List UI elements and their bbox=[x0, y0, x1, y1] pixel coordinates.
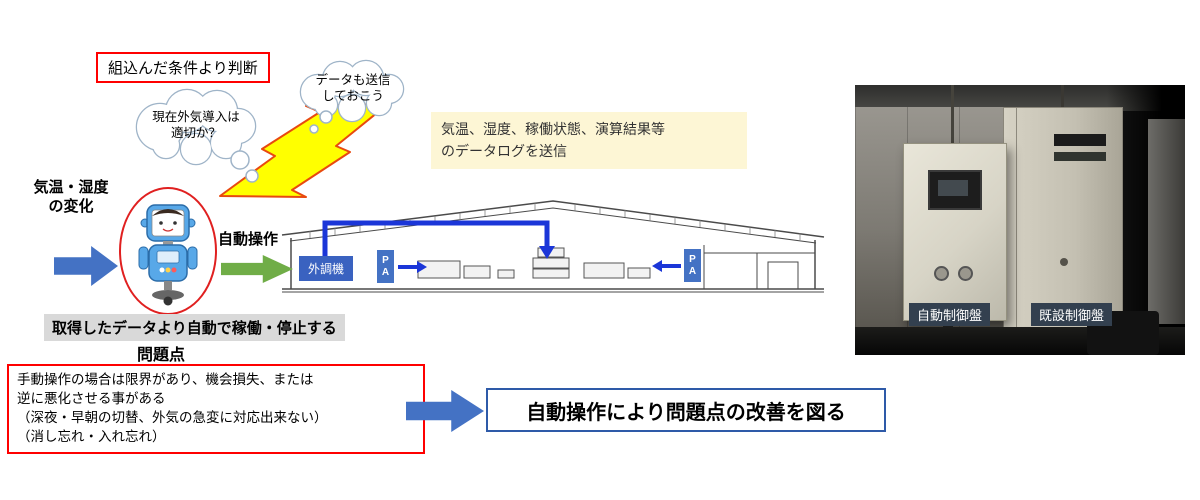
pa-unit-right: PA bbox=[684, 249, 701, 282]
label-line: の変化 bbox=[48, 197, 94, 215]
auto-control-panel bbox=[903, 143, 1007, 321]
robot-icon bbox=[119, 187, 217, 315]
auto-run-stop-label: 取得したデータより自動で稼働・停止する bbox=[44, 314, 345, 341]
thought-line: しておこう bbox=[322, 89, 384, 104]
panel-display bbox=[1054, 152, 1106, 161]
panel-button bbox=[934, 266, 949, 281]
datalog-line: 気温、湿度、稼働状態、演算結果等 bbox=[441, 121, 665, 137]
panel-button bbox=[958, 266, 973, 281]
auto-operation-label: 自動操作 bbox=[218, 231, 279, 248]
temp-humidity-change-label: 気温・湿度 の変化 bbox=[16, 179, 126, 217]
thought-line: データも送信 bbox=[315, 73, 391, 87]
photo-far-cabinet bbox=[1148, 119, 1185, 324]
factory-cross-section bbox=[281, 200, 825, 293]
problem-title: 問題点 bbox=[137, 347, 186, 364]
datalog-info-box: 気温、湿度、稼働状態、演算結果等 のデータログを送信 bbox=[431, 112, 747, 170]
panel-display bbox=[928, 170, 982, 210]
existing-panel-caption: 既設制御盤 bbox=[1031, 303, 1113, 326]
condition-judgment-box: 組込んだ条件より判断 bbox=[96, 52, 270, 83]
problem-line: 逆に悪化させる事がある bbox=[17, 390, 166, 406]
thought-text-send-data: データも送信 しておこう bbox=[306, 72, 400, 105]
factory-equipment bbox=[417, 247, 651, 279]
duct-lines bbox=[322, 220, 681, 273]
thought-trail-circles bbox=[230, 110, 333, 183]
auto-panel-caption: 自動制御盤 bbox=[909, 303, 991, 326]
thought-line: 現在外気導入は bbox=[152, 110, 240, 124]
photo-conduit bbox=[1061, 85, 1064, 107]
panel-door-seam bbox=[1016, 108, 1017, 354]
datalog-line: のデータログを送信 bbox=[441, 142, 567, 159]
problem-line: （深夜・早朝の切替、外気の急変に対応出来ない） bbox=[17, 409, 328, 425]
label-line: 気温・湿度 bbox=[33, 179, 109, 196]
problem-description-box: 手動操作の場合は限界があり、機会損失、または 逆に悪化させる事がある （深夜・早… bbox=[7, 364, 425, 454]
pa-unit-left: PA bbox=[377, 250, 394, 283]
problem-line: （消し忘れ・入れ忘れ） bbox=[17, 428, 166, 444]
panel-display bbox=[1054, 134, 1106, 146]
outdoor-air-unit-box: 外調機 bbox=[299, 256, 353, 281]
thought-text-outside-air: 現在外気導入は 適切か？ bbox=[146, 109, 246, 142]
photo-conduit bbox=[951, 85, 954, 143]
panel-lock bbox=[1060, 258, 1068, 266]
improvement-statement-box: 自動操作により問題点の改善を図る bbox=[486, 388, 886, 432]
problem-line: 手動操作の場合は限界があり、機会損失、または bbox=[17, 372, 314, 387]
thought-line: 適切か？ bbox=[170, 126, 221, 141]
panel-screen bbox=[938, 180, 968, 196]
control-panel-photo: 自動制御盤 既設制御盤 bbox=[855, 85, 1185, 355]
